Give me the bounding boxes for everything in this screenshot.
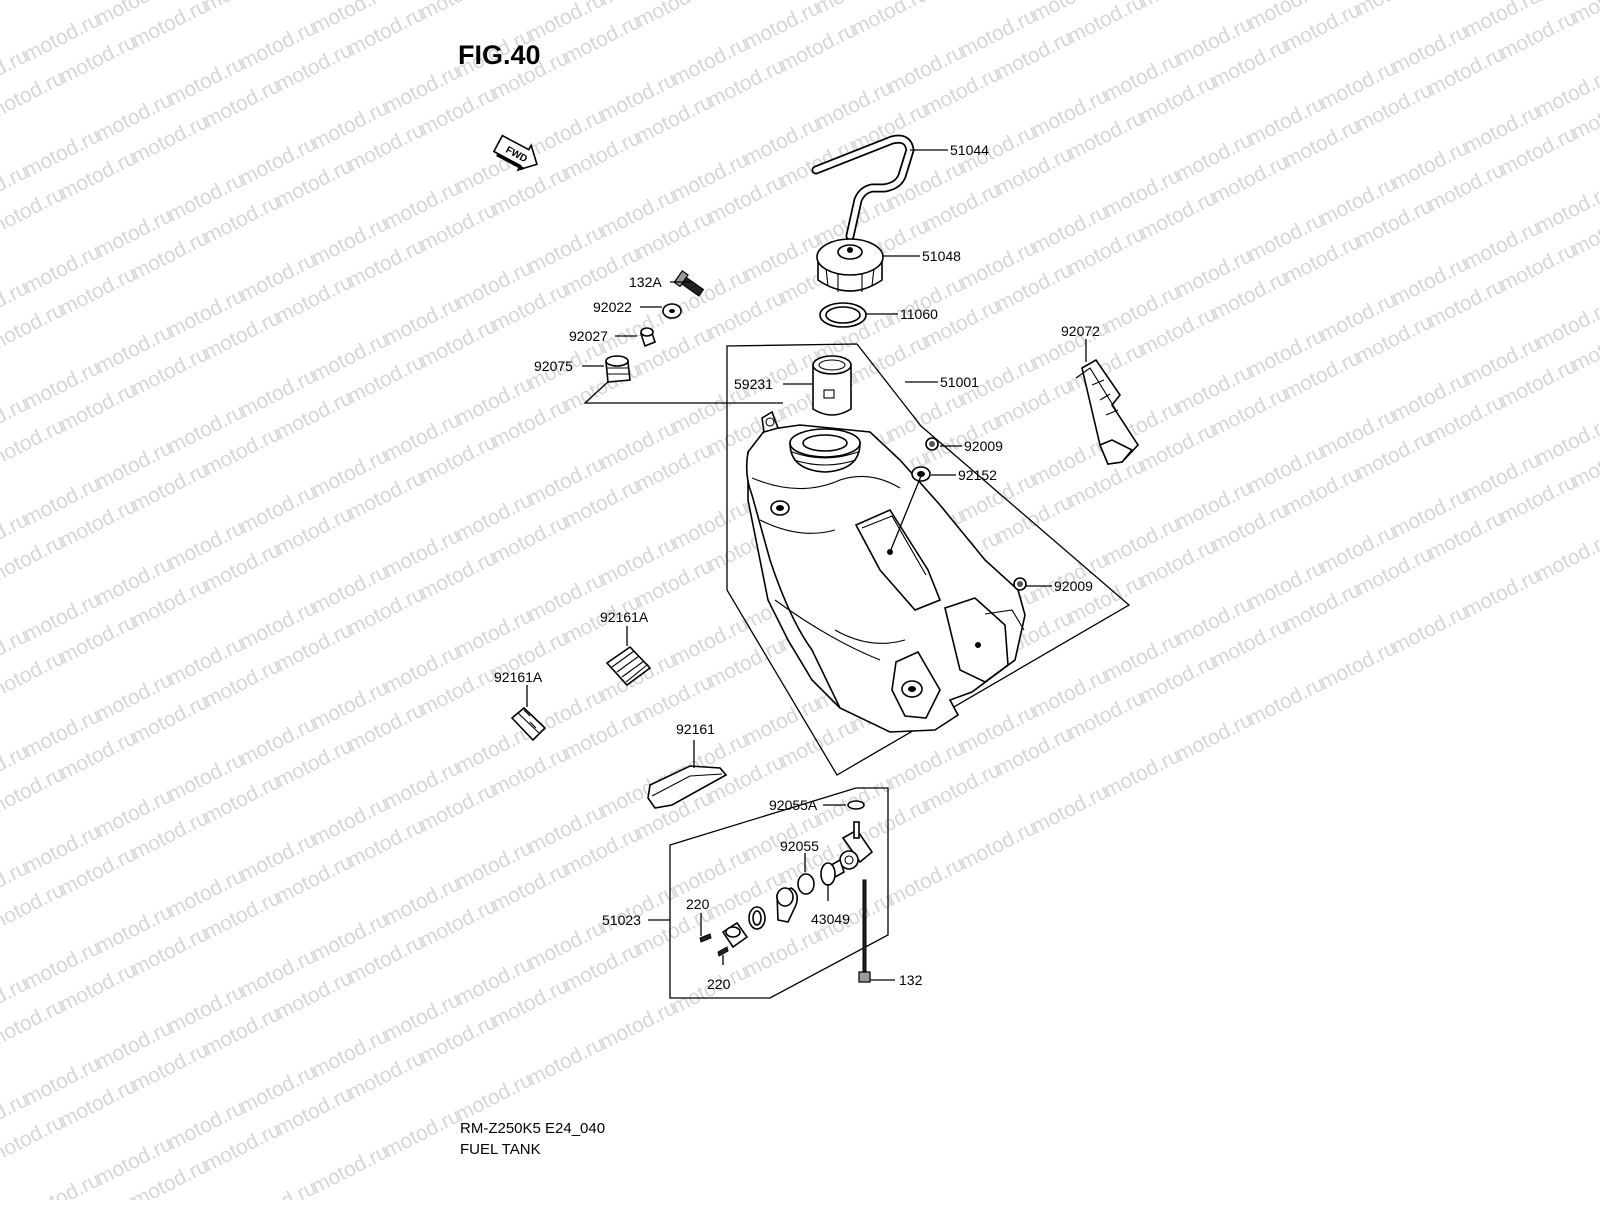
collar-92027 — [640, 327, 656, 348]
damper-92075 — [605, 355, 631, 383]
watermark-text: motod.ru — [884, 852, 968, 910]
callout-92161: 92161 — [676, 721, 715, 737]
watermark-text: motod.ru — [380, 1104, 464, 1162]
callout-92027: 92027 — [569, 328, 608, 344]
callout-220-upper: 220 — [686, 896, 710, 912]
callout-59231: 59231 — [734, 376, 773, 392]
watermark-text: motod.ru — [1064, 0, 1148, 48]
plug-92009-lower — [1013, 577, 1027, 591]
group-outline-51023 — [669, 787, 889, 999]
callout-92055A: 92055A — [769, 797, 818, 813]
watermark-text: motod.ru — [1028, 780, 1112, 838]
pad-92161A-upper — [605, 645, 652, 687]
watermark-text: motod.ru — [1532, 528, 1600, 586]
callout-220-lower: 220 — [707, 976, 731, 992]
watermark-text: motod.ru — [1100, 744, 1184, 802]
callout-11060: 11060 — [900, 306, 938, 322]
watermark-text: motod.ru — [632, 0, 716, 32]
watermark-text: motod.ru — [524, 1032, 608, 1090]
callout-92009-upper: 92009 — [964, 438, 1003, 454]
callout-132: 132 — [899, 972, 923, 988]
grommet-92152 — [911, 466, 931, 482]
watermark-text: motod.ru — [848, 0, 932, 40]
watermark-text: motod.ru — [236, 1176, 320, 1200]
callout-92075: 92075 — [534, 358, 573, 374]
watermark-text: motod.ru — [1172, 708, 1256, 766]
watermark-text: motod.ru — [1460, 564, 1544, 622]
callout-92161A-lower: 92161A — [494, 669, 543, 685]
callout-92022: 92022 — [593, 299, 632, 315]
filler-neck-59231 — [812, 355, 852, 416]
group-outline-51001 — [726, 343, 1131, 776]
plug-92009-upper — [925, 437, 939, 451]
fuel-cap-51048 — [816, 238, 884, 292]
watermark-text: motod.ru — [0, 0, 68, 8]
callout-51001: 51001 — [940, 374, 979, 390]
watermark-text: motod.ru — [1352, 0, 1436, 20]
watermark-text: motod.ru — [956, 816, 1040, 874]
callout-43049: 43049 — [811, 911, 850, 927]
fwd-arrow-icon: FWD — [492, 134, 538, 172]
callout-92072: 92072 — [1061, 323, 1100, 339]
watermark-text: motod.ru — [452, 1068, 536, 1126]
callout-51044: 51044 — [950, 142, 989, 158]
callout-51023: 51023 — [602, 912, 641, 928]
watermark-text: motod.ru — [920, 0, 1004, 4]
watermark-text: motod.ru — [416, 0, 500, 24]
callout-labels: 51044 51048 11060 132A 92022 92027 92075… — [494, 142, 1100, 992]
watermark-text: motod.ru — [20, 1168, 104, 1200]
watermark-text: motod.ru — [200, 0, 284, 16]
footer-model-code: RM-Z250K5 E24_040 — [460, 1120, 605, 1137]
callout-92009-lower: 92009 — [1054, 578, 1093, 594]
pad-92161 — [647, 765, 728, 809]
leader-lines — [526, 149, 1087, 981]
watermark-text: motod.ru — [1388, 600, 1472, 658]
gasket-11060 — [819, 302, 867, 328]
watermark-text: motod.ru — [1136, 0, 1220, 12]
callout-92161A-upper: 92161A — [600, 609, 649, 625]
pad-92161A-lower — [510, 706, 547, 742]
bracket-fittings — [583, 379, 783, 404]
fuel-cock-assembly-51023 — [699, 800, 874, 983]
callout-92152: 92152 — [958, 467, 997, 483]
watermark-text: motod.ru — [308, 1140, 392, 1198]
watermark-text: motod.ru — [1244, 672, 1328, 730]
watermark-text: motod.ru — [596, 996, 680, 1054]
callout-51048: 51048 — [922, 248, 961, 264]
breather-hose-51044 — [811, 134, 915, 241]
strap-92072 — [1075, 358, 1140, 465]
callout-132A: 132A — [629, 274, 662, 290]
washer-92022 — [662, 303, 682, 319]
footer-part-name: FUEL TANK — [460, 1141, 541, 1158]
watermark-text: motod.ru — [1316, 636, 1400, 694]
watermark-text: motod.ru — [740, 924, 824, 982]
callout-92055: 92055 — [780, 838, 819, 854]
fuel-tank-51001 — [745, 410, 1026, 733]
figure-title: FIG.40 — [458, 40, 541, 70]
